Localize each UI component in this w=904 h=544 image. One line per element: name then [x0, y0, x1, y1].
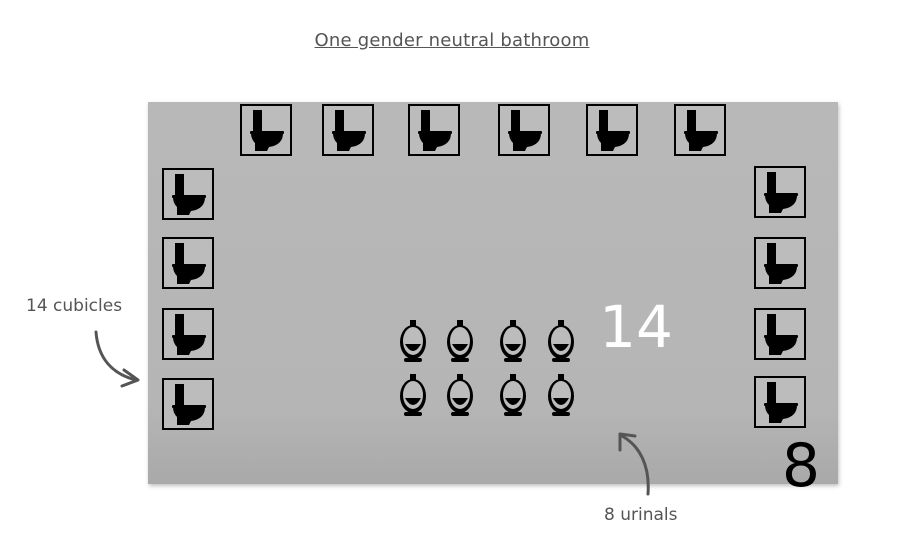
- urinal-icon: [544, 372, 578, 418]
- cubicle-toilet-icon: [162, 308, 214, 360]
- cubicle-toilet-icon: [162, 168, 214, 220]
- cubicle-toilet-icon: [322, 104, 374, 156]
- urinal-icon: [396, 318, 430, 364]
- urinal-count: 8: [781, 431, 821, 501]
- cubicle-toilet-icon: [586, 104, 638, 156]
- cubicle-count: 14: [599, 293, 673, 361]
- cubicle-toilet-icon: [498, 104, 550, 156]
- urinal-icon: [496, 318, 530, 364]
- cubicle-toilet-icon: [408, 104, 460, 156]
- urinal-icon: [544, 318, 578, 364]
- page-title: One gender neutral bathroom: [314, 30, 590, 51]
- cubicle-toilet-icon: [754, 376, 806, 428]
- urinals-annotation: 8 urinals: [604, 505, 678, 525]
- cubicle-toilet-icon: [162, 237, 214, 289]
- urinal-icon: [443, 318, 477, 364]
- cubicle-toilet-icon: [754, 237, 806, 289]
- urinal-icon: [396, 372, 430, 418]
- cubicle-toilet-icon: [240, 104, 292, 156]
- cubicle-toilet-icon: [674, 104, 726, 156]
- cubicle-toilet-icon: [162, 378, 214, 430]
- urinal-icon: [496, 372, 530, 418]
- urinal-icon: [443, 372, 477, 418]
- cubicle-toilet-icon: [754, 166, 806, 218]
- cubicles-annotation: 14 cubicles: [26, 296, 123, 316]
- bathroom-floorplan: 14 8: [148, 102, 838, 496]
- cubicle-toilet-icon: [754, 308, 806, 360]
